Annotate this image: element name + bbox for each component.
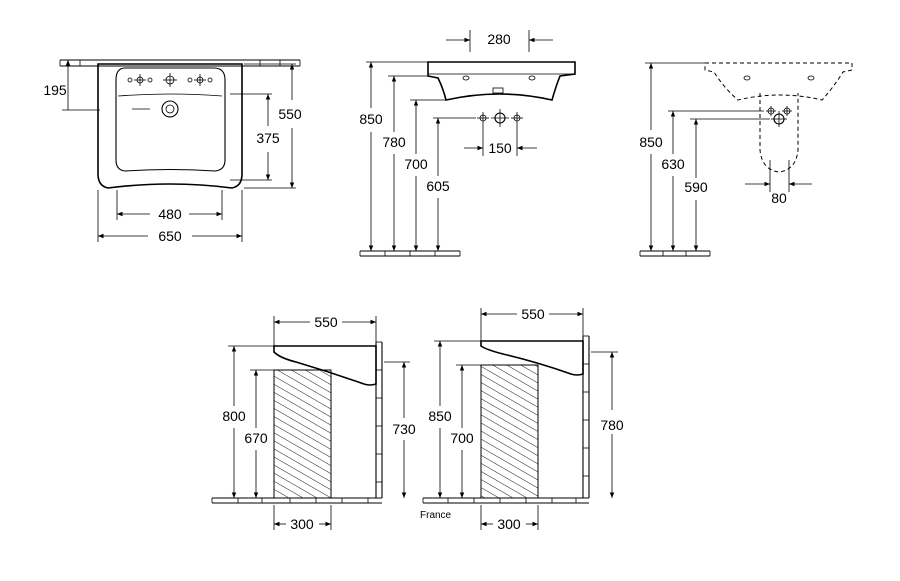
dim-550: 550: [278, 106, 302, 122]
dim-730: 730: [392, 421, 416, 437]
pedestal-basin-dashed: [704, 62, 853, 101]
dim-800: 800: [222, 408, 246, 424]
france-label: France: [420, 510, 452, 521]
dim-590: 590: [684, 179, 708, 195]
top-basin-outline: [97, 63, 243, 189]
side1-basin: [273, 345, 377, 386]
front-floor: [359, 250, 461, 257]
pedestal-view: 80 850 630 590: [639, 62, 853, 257]
top-basin-inner: [115, 67, 226, 172]
top-wall-strip: [59, 59, 301, 67]
side1-knee-clearance: [273, 369, 332, 499]
dim-700-side2: 700: [450, 430, 474, 446]
dim-375: 375: [256, 130, 280, 146]
dim-80: 80: [771, 190, 787, 206]
dim-630: 630: [661, 156, 685, 172]
side2-knee-clearance: [480, 364, 539, 499]
side1-floor: [211, 497, 382, 504]
front-basin-outline: [427, 61, 576, 101]
dim-280: 280: [487, 31, 511, 47]
top-view: 195 550 375 480 650: [43, 59, 302, 244]
dim-850-pedestal: 850: [639, 134, 663, 150]
dim-480: 480: [158, 206, 182, 222]
top-tap-holes: [127, 73, 213, 87]
dim-700-front: 700: [404, 156, 428, 172]
side2-basin: [480, 340, 584, 376]
side2-floor: [422, 497, 589, 504]
dim-605: 605: [426, 178, 450, 194]
dim-670: 670: [244, 430, 268, 446]
dim-850-front: 850: [359, 111, 383, 127]
dim-650: 650: [158, 228, 182, 244]
dim-550-side2: 550: [521, 306, 545, 322]
dim-850-side2: 850: [428, 408, 452, 424]
top-drain: [132, 100, 179, 118]
pedestal-floor: [639, 250, 711, 257]
front-valve-symbols: [477, 109, 523, 127]
side2-wall: [582, 335, 590, 498]
dim-300-side2: 300: [497, 516, 521, 532]
dim-550-side1: 550: [314, 314, 338, 330]
dim-780-side2: 780: [600, 417, 624, 433]
dim-300-side1: 300: [290, 516, 314, 532]
dim-195: 195: [43, 82, 67, 98]
dim-780-front: 780: [382, 134, 406, 150]
pedestal-valves: [766, 106, 792, 127]
dim-150: 150: [488, 140, 512, 156]
side-view-1: 550 800 670 730 300: [211, 314, 416, 532]
side-view-2: 550 850 700 780 300 France: [420, 306, 624, 532]
pedestal-column-dashed: [759, 93, 799, 173]
front-view: 280 150 850: [359, 30, 576, 257]
side1-wall: [375, 341, 383, 498]
